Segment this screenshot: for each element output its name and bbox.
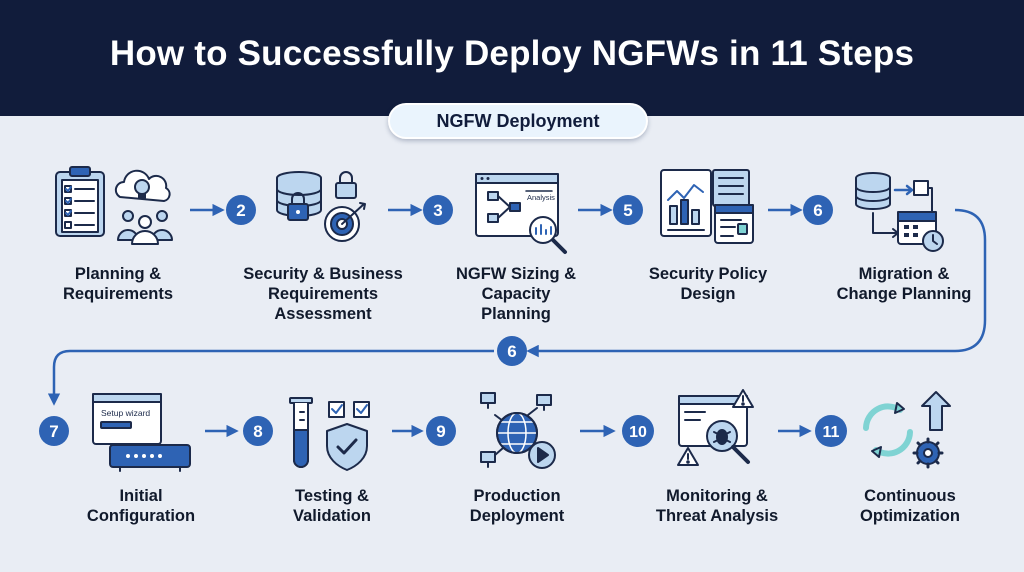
svg-text:3: 3	[433, 201, 442, 220]
threat-monitor-icon	[677, 389, 754, 466]
step-label-policy-design: Security Policy Design	[648, 265, 768, 303]
connector-number-badge: 6	[497, 336, 527, 366]
svg-text:10: 10	[629, 424, 647, 441]
step-number-badge: 6	[803, 195, 833, 225]
step-label-initial-configuration: Initial Configuration	[86, 487, 196, 525]
migration-calendar-icon	[855, 172, 944, 252]
svg-text:6: 6	[813, 201, 822, 220]
step-number-badge: 10	[622, 415, 654, 447]
svg-text:5: 5	[623, 201, 632, 220]
page-title: How to Successfully Deploy NGFWs in 11 S…	[109, 34, 915, 73]
policy-documents-icon	[660, 169, 754, 244]
step-number-badge: 7	[39, 416, 69, 446]
svg-text:6: 6	[507, 342, 516, 361]
step-label-monitoring: Monitoring & Threat Analysis	[655, 487, 779, 525]
svg-text:8: 8	[253, 422, 262, 441]
svg-text:2: 2	[236, 201, 245, 220]
svg-text:Analysis: Analysis	[527, 193, 555, 202]
step-number-badge: 3	[423, 195, 453, 225]
step-label-planning: Planning & Requirements	[62, 265, 174, 303]
test-tube-shield-icon	[289, 397, 370, 471]
loop-connector	[526, 208, 987, 358]
clipboard-checklist-icon	[55, 166, 173, 245]
globe-network-icon	[480, 392, 556, 469]
database-target-icon	[276, 171, 366, 242]
loop-connector-return	[47, 349, 494, 406]
step-label-testing: Testing & Validation	[293, 487, 371, 525]
setup-wizard-icon: Setup wizard	[92, 393, 191, 472]
step-number-badge: 8	[243, 416, 273, 446]
analysis-magnifier-icon: Analysis	[475, 173, 567, 254]
step-number-badge: 5	[613, 195, 643, 225]
step-label-optimization: Continuous Optimization	[860, 487, 960, 525]
step-number-badge: 11	[815, 415, 847, 447]
header-banner: How to Successfully Deploy NGFWs in 11 S…	[0, 0, 1024, 116]
svg-text:11: 11	[823, 424, 840, 441]
optimization-cycle-icon	[863, 391, 951, 469]
svg-text:7: 7	[49, 422, 58, 441]
svg-text:Setup wizard: Setup wizard	[101, 408, 150, 418]
step-number-badge: 2	[226, 195, 256, 225]
svg-text:9: 9	[436, 422, 445, 441]
step-number-badge: 9	[426, 416, 456, 446]
section-badge: NGFW Deployment	[388, 103, 648, 139]
step-label-migration: Migration & Change Planning	[836, 265, 972, 303]
step-label-production: Production Deployment	[469, 487, 565, 525]
step-label-sizing: NGFW Sizing & Capacity Planning	[455, 265, 577, 323]
step-label-security-assessment: Security & Business Requirements Assessm…	[243, 265, 403, 323]
